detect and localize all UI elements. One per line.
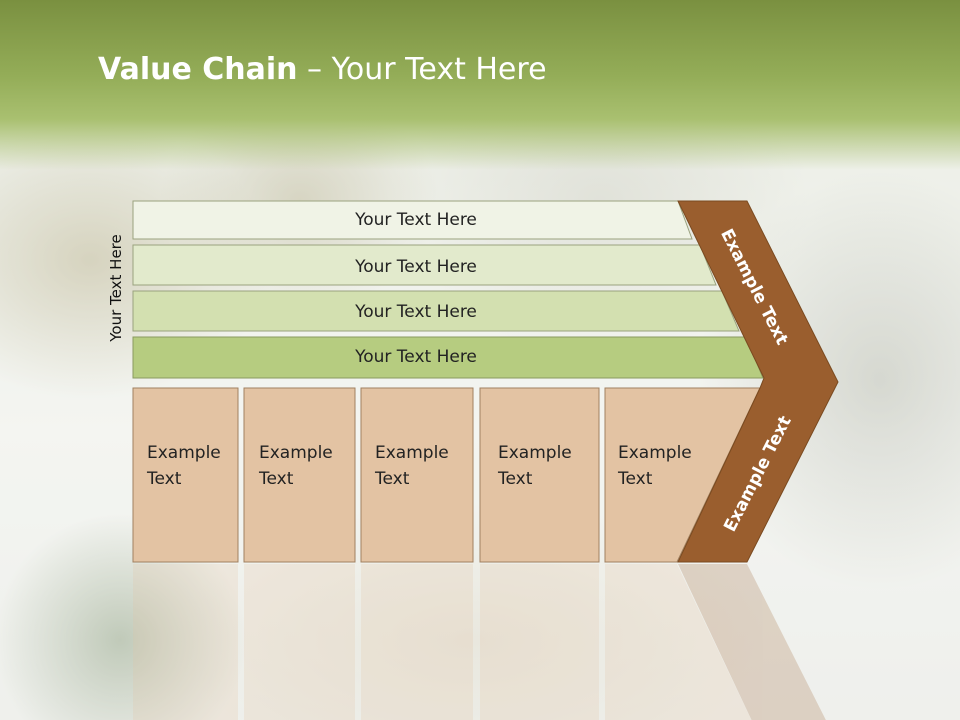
reflection-column [605, 564, 752, 720]
column-label-line2: Text [374, 469, 410, 489]
column-box [360, 387, 474, 563]
reflection-column [361, 564, 473, 720]
band-label: Your Text Here [354, 210, 477, 230]
column-label-line1: Example [259, 443, 333, 463]
column-label-line2: Text [497, 469, 533, 489]
band-label: Your Text Here [354, 257, 477, 277]
band-label: Your Text Here [354, 347, 477, 367]
page-title: Value Chain – Your Text Here [98, 52, 547, 87]
column-label-line1: Example [498, 443, 572, 463]
column-group: Example Text Example Text Example Text E… [132, 387, 761, 563]
reflection [133, 564, 826, 720]
column-label-line1: Example [147, 443, 221, 463]
title-bold: Value Chain [98, 52, 298, 87]
column-box [132, 387, 239, 563]
column-box [243, 387, 356, 563]
reflection-column [133, 564, 238, 720]
band-shape [132, 290, 740, 332]
reflection-column [244, 564, 355, 720]
column-box [604, 387, 761, 563]
column-label-line2: Text [258, 469, 294, 489]
column-label-line1: Example [375, 443, 449, 463]
band-shape [132, 336, 764, 379]
reflection-column [480, 564, 599, 720]
chevron-arrow [677, 200, 839, 563]
band-shape [132, 244, 717, 286]
header-band [0, 0, 960, 170]
column-label-line2: Text [146, 469, 182, 489]
column-label-line1: Example [618, 443, 692, 463]
band-shape [132, 200, 693, 240]
reflection-arrow [678, 564, 826, 720]
band-label: Your Text Here [354, 302, 477, 322]
title-rest: – Your Text Here [297, 52, 547, 87]
band-group: Your Text Here Your Text Here Your Text … [132, 200, 764, 379]
column-label-line2: Text [617, 469, 653, 489]
column-box [479, 387, 600, 563]
